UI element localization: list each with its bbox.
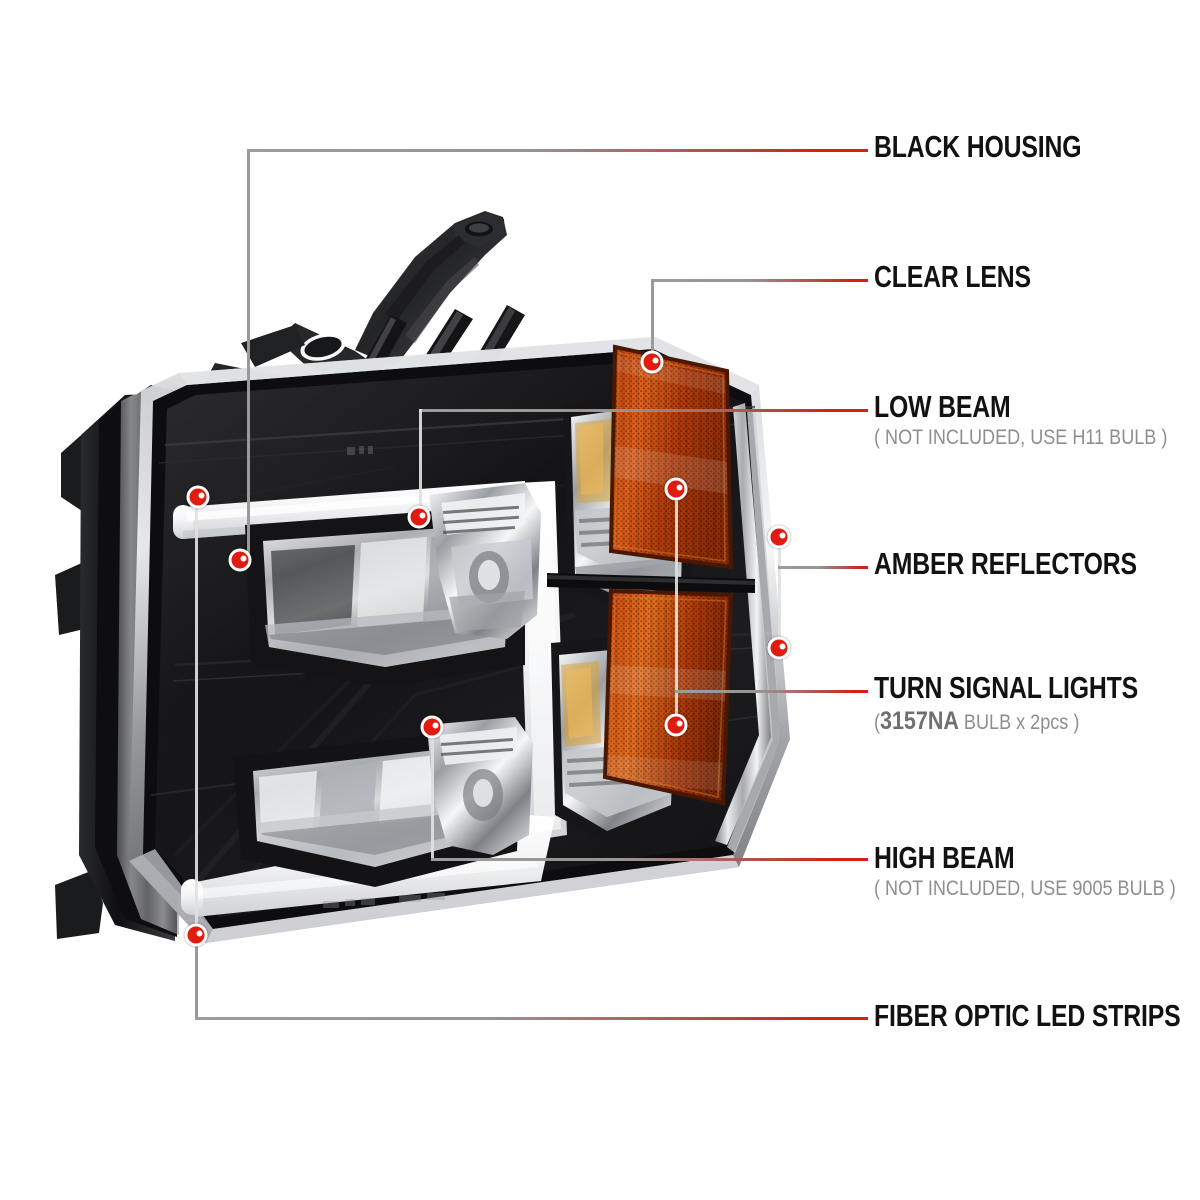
sub-paren-open: ( <box>874 710 881 734</box>
amber-reflector-upper <box>608 344 734 570</box>
leader-low-beam-vertical <box>419 409 422 519</box>
callout-title-turn-signal-lights: TURN SIGNAL LIGHTS <box>874 670 1138 705</box>
sub-bulb-code: 3157NA <box>880 706 959 735</box>
leader-fiber-optic-horizontal <box>195 1017 868 1020</box>
callout-title-fiber-optic-led-strips: FIBER OPTIC LED STRIPS <box>874 998 1181 1033</box>
leader-turn-signal-vertical <box>675 489 678 727</box>
leader-clear-lens-horizontal <box>651 279 868 282</box>
callout-label-high-beam: HIGH BEAM ( NOT INCLUDED, USE 9005 BULB … <box>874 842 1200 901</box>
callout-dot-high-beam[interactable] <box>420 715 444 739</box>
callout-dot-black-housing[interactable] <box>228 548 252 572</box>
leader-clear-lens-vertical <box>651 279 654 363</box>
callout-dot-turn-signal-lower[interactable] <box>664 713 688 737</box>
amber-reflector-lower <box>602 588 734 806</box>
callout-sub-low-beam: ( NOT INCLUDED, USE H11 BULB ) <box>874 425 1168 449</box>
leader-black-housing-horizontal <box>247 149 868 152</box>
leader-turn-signal-horizontal <box>675 690 868 693</box>
leader-black-housing-vertical <box>247 150 250 562</box>
leader-amber-horizontal <box>778 566 868 569</box>
callout-dot-fiber-optic-upper[interactable] <box>186 485 210 509</box>
leader-high-beam-horizontal <box>431 858 868 861</box>
callout-title-amber-reflectors: AMBER REFLECTORS <box>874 546 1137 581</box>
callout-label-low-beam: LOW BEAM ( NOT INCLUDED, USE H11 BULB ) <box>874 391 1200 450</box>
callout-label-turn-signal-lights: TURN SIGNAL LIGHTS (3157NA BULB x 2pcs ) <box>874 672 1200 735</box>
leader-amber-vertical <box>778 537 781 650</box>
high-beam-reflector <box>233 717 533 887</box>
housing-top-etched-text <box>347 446 373 455</box>
callout-dot-amber-reflector-upper[interactable] <box>767 525 791 549</box>
callout-title-black-housing: BLACK HOUSING <box>874 129 1082 164</box>
sub-bulb-rest: BULB x 2pcs ) <box>963 710 1080 734</box>
low-beam-reflector <box>245 483 541 687</box>
callout-dot-low-beam[interactable] <box>407 505 431 529</box>
leader-fiber-optic-vertical-lower <box>195 935 198 1019</box>
leader-fiber-optic-vertical-upper <box>195 497 198 937</box>
callout-dot-clear-lens[interactable] <box>640 350 664 374</box>
callout-label-fiber-optic-led-strips: FIBER OPTIC LED STRIPS <box>874 1000 1200 1032</box>
callout-label-black-housing: BLACK HOUSING <box>874 131 1133 163</box>
callout-sub-high-beam: ( NOT INCLUDED, USE 9005 BULB ) <box>874 876 1176 900</box>
callout-title-low-beam: LOW BEAM <box>874 389 1011 424</box>
leader-low-beam-horizontal <box>419 409 868 412</box>
lens-etched-text <box>323 893 445 908</box>
callout-dot-turn-signal-upper[interactable] <box>664 477 688 501</box>
callout-label-amber-reflectors: AMBER REFLECTORS <box>874 548 1200 580</box>
headlight-assembly-image <box>55 195 830 985</box>
callout-dot-fiber-optic-lower[interactable] <box>184 923 208 947</box>
leader-high-beam-vertical <box>431 727 434 860</box>
callout-sub-turn-signal-lights: (3157NA BULB x 2pcs ) <box>874 707 1158 736</box>
callout-title-clear-lens: CLEAR LENS <box>874 259 1031 294</box>
callout-title-high-beam: HIGH BEAM <box>874 840 1015 875</box>
callout-dot-amber-reflector-lower[interactable] <box>767 636 791 660</box>
callout-label-clear-lens: CLEAR LENS <box>874 261 1070 293</box>
